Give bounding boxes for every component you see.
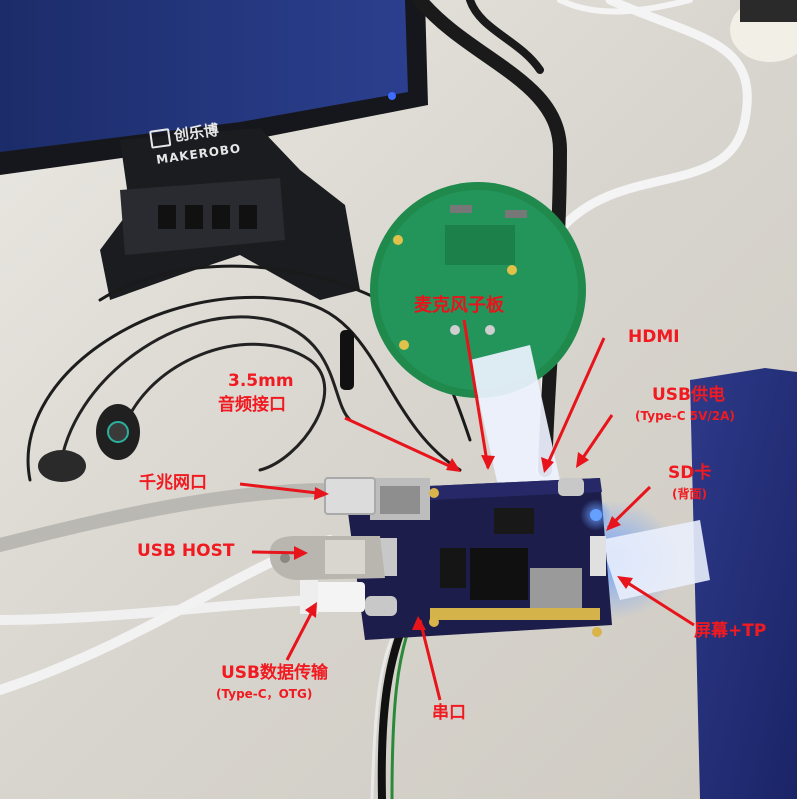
main-board [345,478,612,640]
label-audio-line2: 音频接口 [218,395,286,415]
label-audio-line1: 3.5mm [228,371,294,391]
label-mic-board: 麦克风子板 [414,295,504,316]
label-usb-data-line1: USB数据传输 [221,663,329,683]
usb-flash-drive [269,536,385,580]
earphones [38,330,354,482]
monitor [0,0,428,300]
makerobo-logo-icon [149,128,172,149]
label-screen-tp: 屏幕+TP [694,621,767,641]
annotation-arrowheads [294,452,633,630]
label-usb-host: USB HOST [137,541,235,561]
label-usb-power-line2: (Type-C 5V/2A) [635,409,735,423]
label-usb-data-line2: (Type-C，OTG) [216,687,313,701]
label-usb-power-line1: USB供电 [652,385,726,405]
label-serial: 串口 [432,703,466,723]
label-sd-line1: SD卡 [668,463,712,483]
mic-sub-board [370,182,586,398]
label-ethernet: 千兆网口 [139,473,207,493]
annotation-lines [239,319,695,701]
label-sd-line2: (背面) [672,487,707,501]
label-hdmi: HDMI [628,327,680,347]
